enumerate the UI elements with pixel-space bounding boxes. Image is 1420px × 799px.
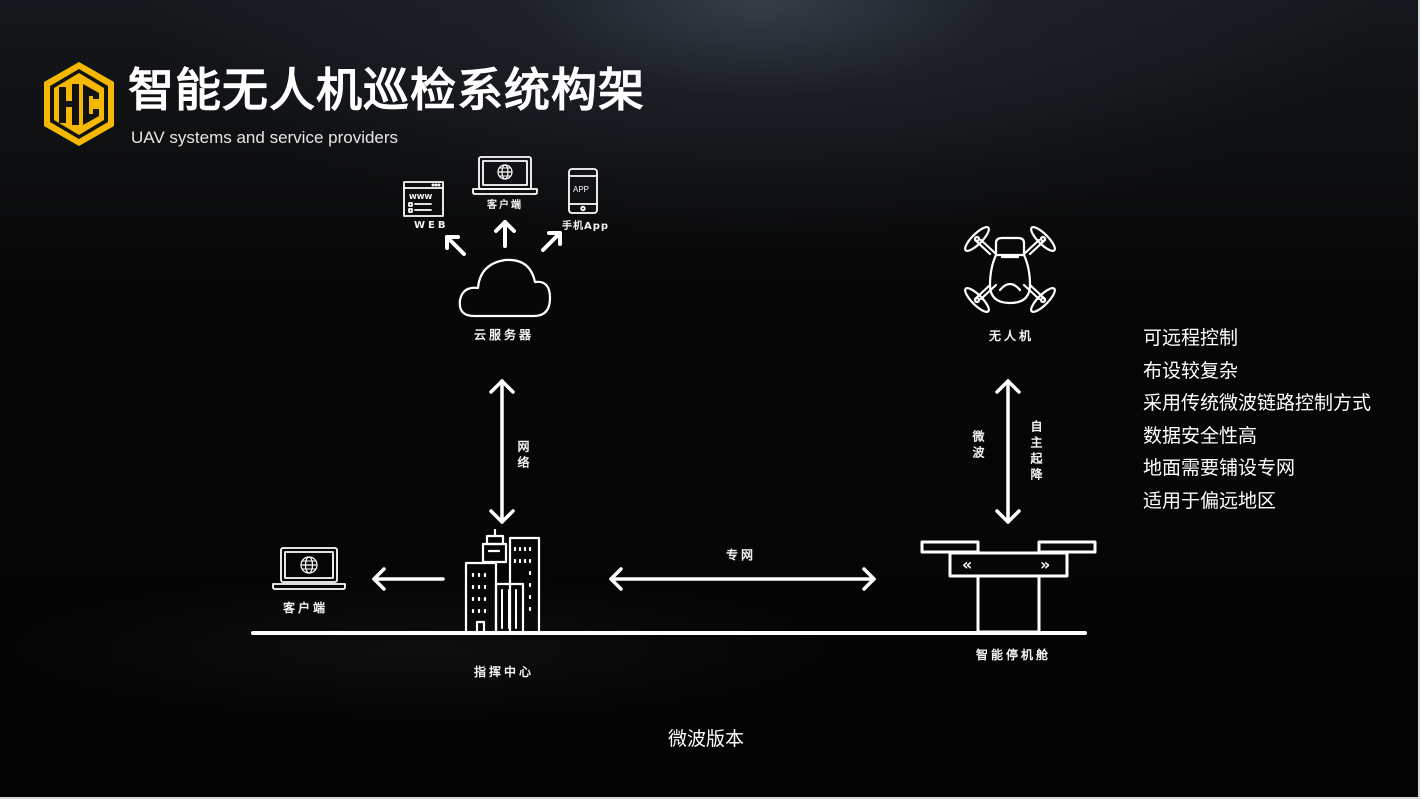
- web-browser-icon: [403, 181, 444, 217]
- page-title: 智能无人机巡检系统构架: [128, 63, 645, 117]
- arrow-up-right-icon: [541, 231, 562, 252]
- network-label: 网络: [516, 440, 530, 472]
- drone-link-double-arrow-icon: [995, 379, 1021, 524]
- cloud-server-label: 云服务器: [474, 328, 535, 342]
- web-label: WEB: [414, 220, 449, 231]
- private-network-double-arrow-icon: [609, 567, 876, 591]
- hc-logo-icon: [44, 62, 114, 146]
- feature-item: 数据安全性高: [1143, 424, 1258, 447]
- page-subtitle: UAV systems and service providers: [131, 128, 399, 147]
- feature-item: 地面需要铺设专网: [1143, 457, 1296, 479]
- arrow-up-icon: [494, 220, 516, 248]
- hangar-door-left-icon: «: [962, 555, 972, 574]
- feature-list: 可远程控制 布设较复杂 采用传统微波链路控制方式 数据安全性高 地面需要铺设专网…: [1143, 322, 1371, 517]
- top-client-label: 客户端: [487, 200, 523, 211]
- mobile-app-label: 手机App: [562, 221, 610, 232]
- laptop-globe-icon: [272, 547, 346, 590]
- feature-item: 适用于偏远地区: [1143, 489, 1277, 512]
- cloud-icon: [458, 258, 552, 318]
- arrow-left-icon: [372, 567, 445, 591]
- microwave-label: 微波: [971, 430, 985, 462]
- web-badge: WWW: [409, 193, 432, 201]
- arrow-up-left-icon: [445, 235, 466, 256]
- drone-icon: [964, 226, 1056, 313]
- command-center-label: 指挥中心: [474, 665, 535, 679]
- hangar-door-right-icon: »: [1040, 555, 1050, 574]
- buildings-icon: [464, 528, 541, 635]
- local-client-label: 客户端: [283, 601, 329, 615]
- right-border: [1418, 0, 1420, 799]
- private-network-label: 专网: [726, 548, 757, 562]
- smart-hangar-label: 智能停机舱: [976, 648, 1052, 662]
- laptop-globe-icon: [472, 156, 538, 195]
- phone-app-icon: [568, 168, 598, 214]
- network-double-arrow-icon: [489, 379, 515, 524]
- bottom-border: [0, 797, 1420, 799]
- feature-item: 可远程控制: [1143, 327, 1239, 349]
- hangar-icon: [920, 540, 1097, 634]
- drone-label: 无人机: [989, 329, 1035, 343]
- feature-item: 布设较复杂: [1143, 359, 1239, 382]
- autonomous-takeoff-landing-label: 自主起降: [1029, 420, 1043, 484]
- app-badge: APP: [573, 185, 589, 194]
- diagram-caption: 微波版本: [668, 728, 745, 750]
- feature-item: 采用传统微波链路控制方式: [1143, 392, 1372, 414]
